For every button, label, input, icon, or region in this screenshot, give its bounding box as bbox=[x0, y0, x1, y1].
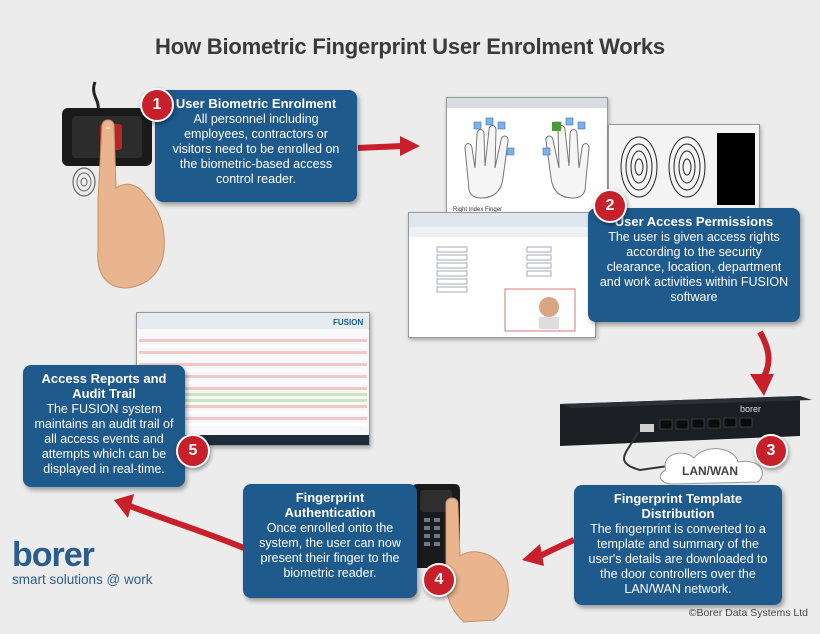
hand-enrol-graphic: Right Index Finger bbox=[447, 98, 607, 213]
step-2-body: The user is given access rights accordin… bbox=[599, 230, 789, 304]
step-5-box: Access Reports and Audit Trail The FUSIO… bbox=[23, 365, 185, 487]
fusion-brand: FUSION bbox=[333, 318, 363, 327]
page-title: How Biometric Fingerprint User Enrolment… bbox=[155, 34, 665, 59]
fingerprint-scan-screen bbox=[608, 124, 760, 210]
flow-arrows bbox=[114, 136, 774, 566]
door-reader-illustration bbox=[412, 484, 509, 623]
step-1-body: All personnel including employees, contr… bbox=[172, 112, 340, 186]
door-controller-illustration: borer bbox=[560, 396, 812, 485]
copyright: ©Borer Data Systems Ltd bbox=[688, 607, 808, 619]
step-2-box: User Access Permissions The user is give… bbox=[588, 208, 800, 322]
step-4-heading: Fingerprint Authentication bbox=[284, 490, 376, 520]
step-4-body: Once enrolled onto the system, the user … bbox=[259, 521, 401, 580]
borer-logo: borer smart solutions @ work bbox=[12, 538, 153, 588]
step-3-badge: 3 bbox=[754, 434, 788, 468]
hand-illustration bbox=[97, 119, 165, 289]
step-2-heading: User Access Permissions bbox=[614, 214, 774, 229]
logo-tagline: smart solutions @ work bbox=[12, 572, 153, 587]
step-4-badge: 4 bbox=[422, 563, 456, 597]
enrol-caption: Right Index Finger bbox=[453, 207, 502, 213]
step-5-heading: Access Reports and Audit Trail bbox=[41, 371, 167, 401]
step-1-heading: User Biometric Enrolment bbox=[175, 96, 337, 111]
permissions-screen bbox=[408, 212, 596, 338]
permissions-form bbox=[409, 213, 595, 332]
network-label: LAN/WAN bbox=[682, 464, 738, 478]
step-3-body: The fingerprint is converted to a templa… bbox=[588, 522, 768, 596]
step-5-body: The FUSION system maintains an audit tra… bbox=[34, 402, 174, 476]
step-1-badge: 1 bbox=[140, 88, 174, 122]
step-3-box: Fingerprint Template Distribution The fi… bbox=[574, 485, 782, 605]
enrolment-screen: Right Index Finger bbox=[446, 97, 608, 217]
fingerprint-scans bbox=[620, 133, 755, 205]
audit-table: FUSION bbox=[137, 313, 369, 445]
step-3-heading: Fingerprint Template Distribution bbox=[613, 491, 743, 521]
logo-word: borer bbox=[12, 536, 95, 574]
step-5-badge: 5 bbox=[176, 434, 210, 468]
controller-brand: borer bbox=[740, 404, 761, 414]
step-1-box: User Biometric Enrolment All personnel i… bbox=[155, 90, 357, 202]
step-2-badge: 2 bbox=[593, 189, 627, 223]
step-4-box: Fingerprint Authentication Once enrolled… bbox=[243, 484, 417, 598]
